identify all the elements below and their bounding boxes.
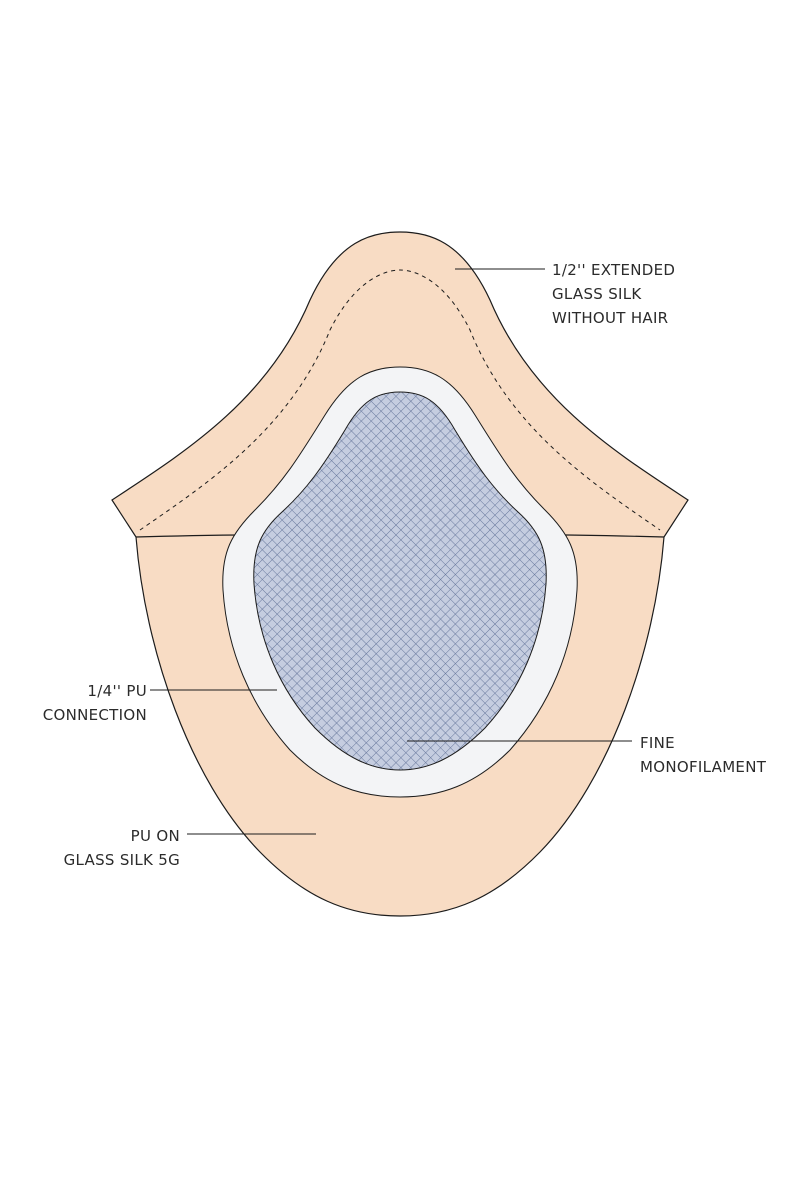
label-extended-line3: WITHOUT HAIR xyxy=(552,309,669,327)
label-pu-on-glass-silk: PU ON GLASS SILK 5G xyxy=(64,824,180,872)
label-extended-line2: GLASS SILK xyxy=(552,285,642,303)
label-monofilament-line1: FINE xyxy=(640,734,675,752)
label-pu-glass-line2: GLASS SILK 5G xyxy=(63,851,180,869)
extended-boundary-dashed-line xyxy=(139,269,661,531)
label-extended-glass-silk: 1/2'' EXTENDED GLASS SILK WITHOUT HAIR xyxy=(552,258,675,330)
label-monofilament-line2: MONOFILAMENT xyxy=(640,758,767,776)
label-pu-connection-line1: 1/4'' PU xyxy=(87,682,147,700)
label-pu-connection: 1/4'' PU CONNECTION xyxy=(43,679,147,727)
label-fine-monofilament: FINE MONOFILAMENT xyxy=(640,731,766,779)
fine-monofilament-area xyxy=(253,391,547,771)
label-extended-line1: 1/2'' EXTENDED xyxy=(552,261,676,279)
label-pu-glass-line1: PU ON xyxy=(130,827,180,845)
label-pu-connection-line2: CONNECTION xyxy=(42,706,147,724)
